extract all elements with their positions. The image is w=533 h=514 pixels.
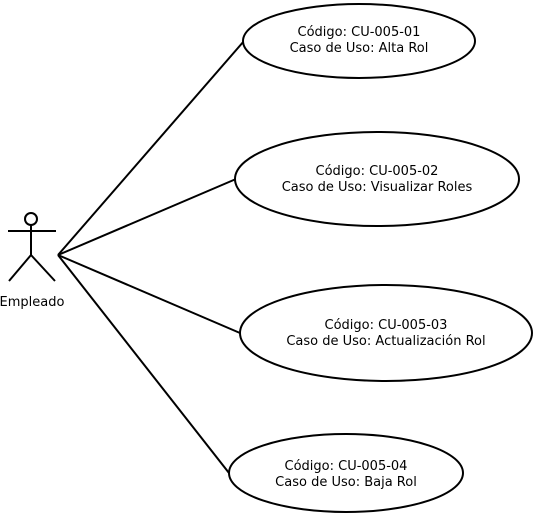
use-case-code: Código: CU-005-03 — [325, 318, 448, 333]
use-case-name: Caso de Uso: Visualizar Roles — [282, 180, 473, 195]
use-case-code: Código: CU-005-04 — [285, 459, 408, 474]
actor-label: Empleado — [0, 295, 64, 310]
use-case-ellipse — [234, 131, 520, 227]
stick-figure-icon — [8, 212, 56, 282]
use-case-ellipse — [228, 433, 464, 513]
use-case-name: Caso de Uso: Alta Rol — [290, 41, 429, 56]
use-case-name: Caso de Uso: Baja Rol — [275, 475, 417, 490]
use-case-1[interactable]: Código: CU-005-01 Caso de Uso: Alta Rol — [242, 3, 476, 79]
use-case-name: Caso de Uso: Actualización Rol — [286, 334, 485, 349]
use-case-3[interactable]: Código: CU-005-03 Caso de Uso: Actualiza… — [239, 284, 533, 382]
association-line-3 — [57, 254, 241, 334]
use-case-2[interactable]: Código: CU-005-02 Caso de Uso: Visualiza… — [234, 131, 520, 227]
use-case-code: Código: CU-005-01 — [298, 25, 421, 40]
use-case-ellipse — [239, 284, 533, 382]
association-line-2 — [57, 178, 237, 256]
use-case-code: Código: CU-005-02 — [316, 164, 439, 179]
actor-empleado[interactable]: Empleado — [0, 212, 64, 310]
association-line-4 — [57, 254, 230, 474]
use-case-4[interactable]: Código: CU-005-04 Caso de Uso: Baja Rol — [228, 433, 464, 513]
use-case-ellipse — [242, 3, 476, 79]
association-line-1 — [57, 40, 245, 256]
